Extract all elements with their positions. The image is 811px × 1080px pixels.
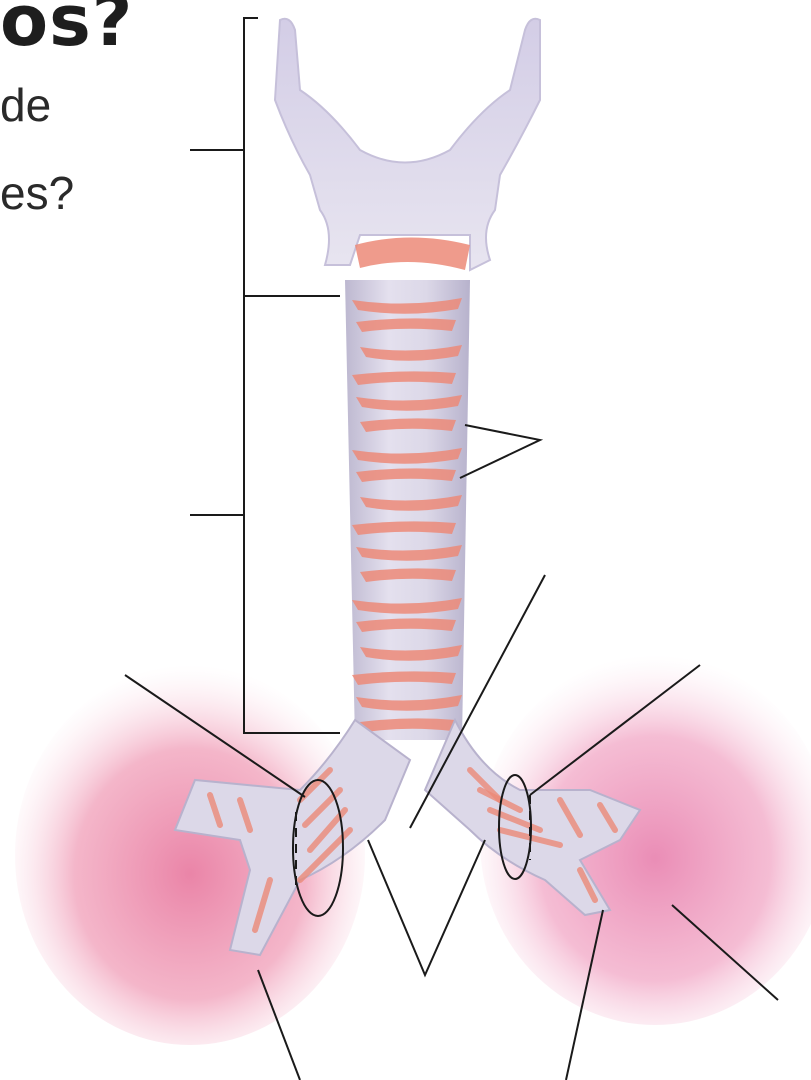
cartilage-rings-leader (460, 425, 540, 478)
larynx-illustration (275, 19, 540, 270)
trachea-illustration (345, 280, 470, 740)
trachea-bracket (244, 296, 340, 733)
bronchi-v-leader (368, 840, 485, 975)
